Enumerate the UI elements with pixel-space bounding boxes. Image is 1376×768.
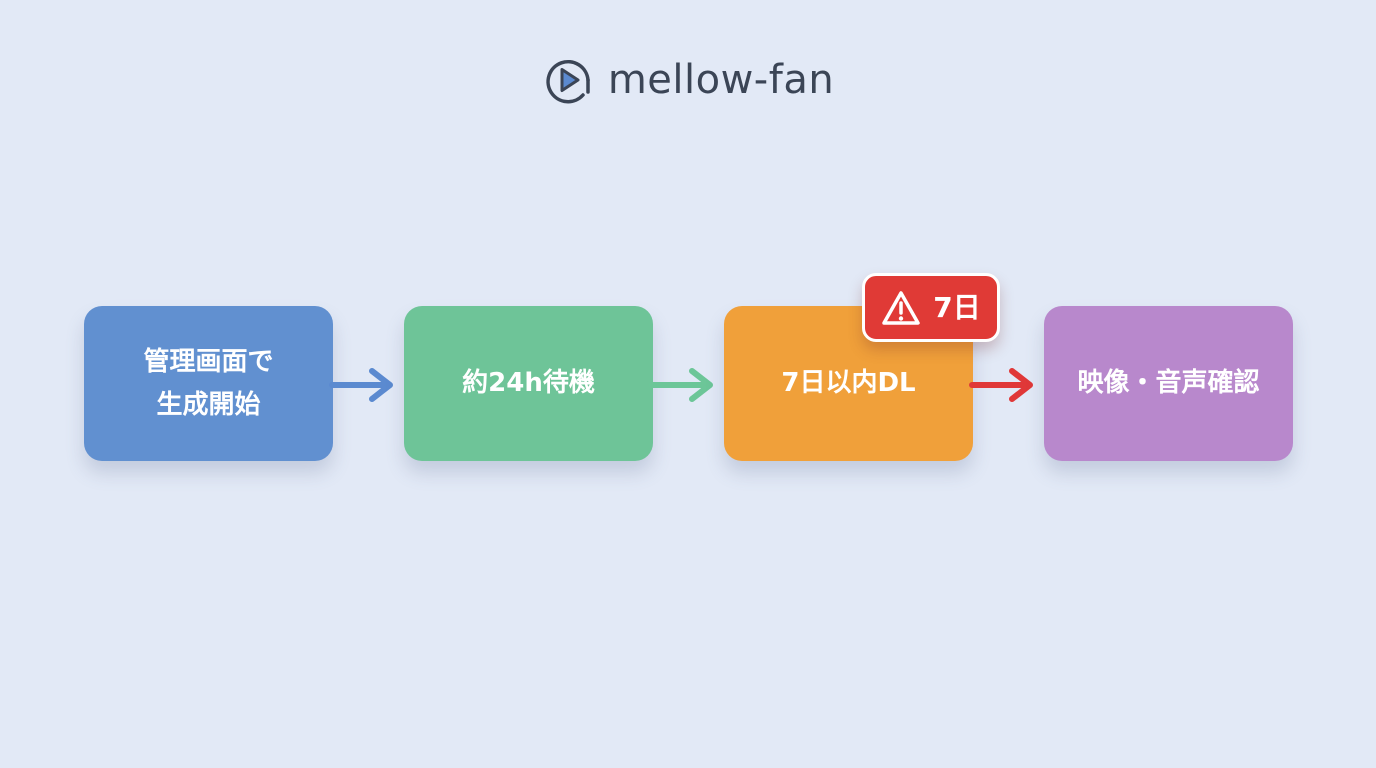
step-label: 管理画面で 生成開始 xyxy=(143,346,274,420)
step-label: 7日以内DL xyxy=(781,368,916,399)
step-start-generation: 管理画面で 生成開始 xyxy=(84,306,333,461)
flow-arrow xyxy=(329,368,393,402)
step-check-video-audio: 映像・音声確認 xyxy=(1044,306,1293,461)
flow-arrow xyxy=(649,368,713,402)
warning-text: 7日 xyxy=(933,290,981,324)
flow-arrow xyxy=(969,368,1033,402)
deadline-warning-badge: 7日 xyxy=(862,273,1000,342)
step-label: 映像・音声確認 xyxy=(1077,368,1260,399)
step-wait-24h: 約24h待機 xyxy=(404,306,653,461)
play-circle-icon xyxy=(546,59,590,104)
step-label: 約24h待機 xyxy=(462,368,595,399)
brand-header: mellow-fan xyxy=(0,52,1376,108)
warning-triangle-icon xyxy=(882,290,920,325)
brand-name: mellow-fan xyxy=(607,57,835,103)
